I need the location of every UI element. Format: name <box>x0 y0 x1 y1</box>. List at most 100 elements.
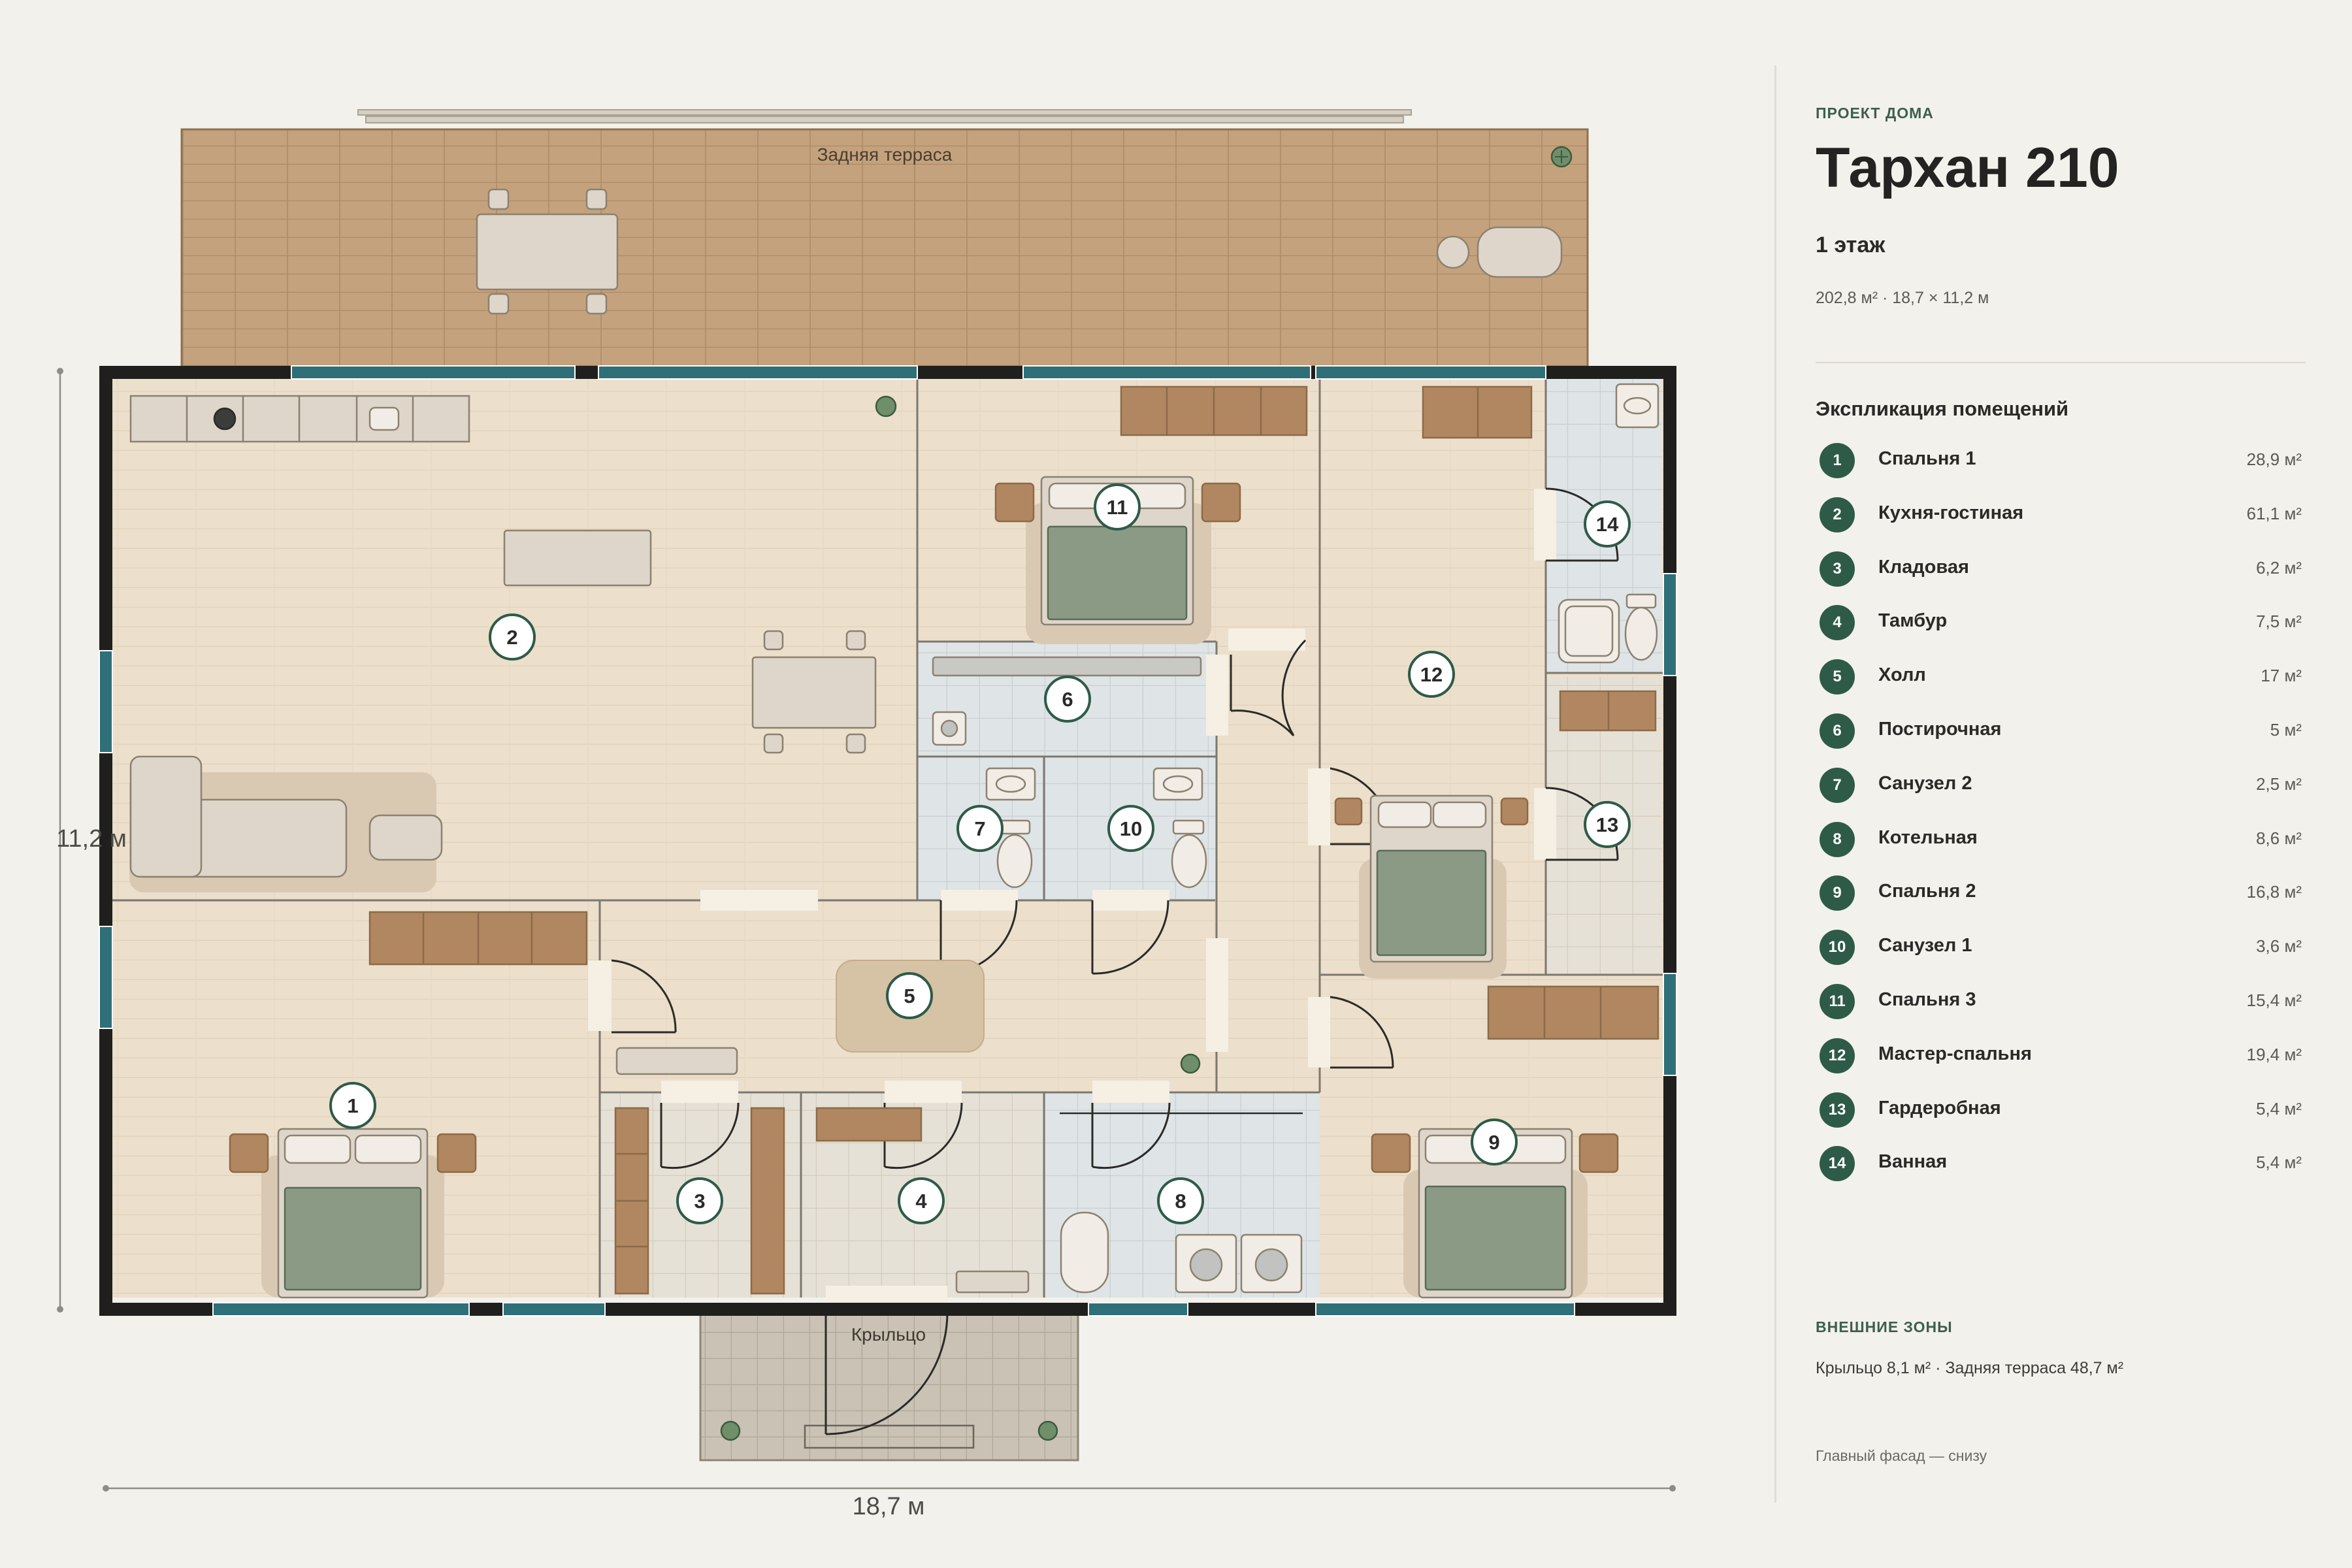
legend-room-area: 5 м² <box>2270 719 2302 740</box>
legend-number-badge: 1 <box>1820 443 1855 478</box>
legend-number-badge: 12 <box>1820 1037 1855 1073</box>
project-title: Тархан 210 <box>1816 137 2119 199</box>
legend-item[interactable]: 9 Спальня 2 16,8 м² <box>1816 864 2306 918</box>
legend-item[interactable]: 3 Кладовая 6,2 м² <box>1816 540 2306 594</box>
legend-number-badge: 7 <box>1820 767 1855 803</box>
plant-icon <box>875 395 897 417</box>
legend-room-name: Кладовая <box>1878 556 1969 578</box>
porch-plant-icon <box>720 1420 741 1441</box>
project-meta: 202,8 м² · 18,7 × 11,2 м <box>1816 289 1989 307</box>
plant-icon <box>1180 1053 1201 1074</box>
legend-room-area: 2,5 м² <box>2256 774 2302 794</box>
legend-number-badge: 13 <box>1820 1092 1855 1128</box>
svg-text:7: 7 <box>974 817 985 840</box>
terrace-dining-table <box>476 188 619 315</box>
legend-item[interactable]: 7 Санузел 2 2,5 м² <box>1816 756 2306 810</box>
info-panel: ПРОЕКТ ДОМА Тархан 210 1 этаж 202,8 м² ·… <box>1774 65 2312 1503</box>
legend-number-badge: 2 <box>1820 497 1855 532</box>
legend-number-badge: 9 <box>1820 875 1855 911</box>
room-marker-6[interactable]: 6 <box>1044 676 1091 723</box>
legend-room-area: 61,1 м² <box>2246 503 2302 523</box>
legend-item[interactable]: 10 Санузел 1 3,6 м² <box>1816 918 2306 972</box>
room-marker-8[interactable]: 8 <box>1157 1177 1204 1224</box>
terrace-label: Задняя терраса <box>817 144 953 165</box>
legend-room-name: Ванная <box>1878 1151 1948 1173</box>
svg-text:1: 1 <box>347 1094 358 1117</box>
bedroom-1-furniture <box>229 911 588 1299</box>
room-marker-13[interactable]: 13 <box>1584 801 1631 848</box>
legend-number-badge: 14 <box>1820 1146 1855 1182</box>
divider <box>1816 362 2306 363</box>
room-marker-10[interactable]: 10 <box>1107 805 1154 852</box>
room-marker-7[interactable]: 7 <box>956 805 1004 852</box>
room-marker-4[interactable]: 4 <box>898 1177 945 1224</box>
legend-room-name: Кухня-гостиная <box>1878 502 2024 523</box>
room-marker-5[interactable]: 5 <box>886 972 933 1019</box>
legend-room-name: Мастер-спальня <box>1878 1043 2032 1064</box>
room-markers: 1 2 3 4 5 6 7 8 9 10 11 12 13 14 <box>329 483 1631 1224</box>
legend-item[interactable]: 5 Холл 17 м² <box>1816 647 2306 702</box>
legend-room-area: 19,4 м² <box>2246 1044 2302 1064</box>
terrace-plant-icon <box>1550 146 1573 168</box>
porch-plant-icon <box>1037 1420 1058 1441</box>
legend-title: Экспликация помещений <box>1816 397 2069 420</box>
legend-number-badge: 10 <box>1820 930 1855 966</box>
room-marker-9[interactable]: 9 <box>1471 1119 1518 1166</box>
svg-text:6: 6 <box>1062 688 1073 711</box>
room-marker-11[interactable]: 11 <box>1094 483 1141 531</box>
room-marker-1[interactable]: 1 <box>329 1082 376 1129</box>
svg-text:13: 13 <box>1596 813 1618 836</box>
legend-number-badge: 3 <box>1820 551 1855 587</box>
legend-room-area: 17 м² <box>2261 666 2302 686</box>
dimension-height-label: 11,2 м <box>56 825 127 853</box>
windows <box>99 365 1677 1316</box>
terrace-lounger <box>1436 226 1563 278</box>
room-marker-3[interactable]: 3 <box>676 1177 723 1224</box>
svg-text:11: 11 <box>1107 496 1128 519</box>
project-eyebrow: ПРОЕКТ ДОМА <box>1816 105 1934 122</box>
svg-text:5: 5 <box>904 985 915 1007</box>
dimension-width-label: 18,7 м <box>853 1493 925 1520</box>
storage-furniture <box>614 1107 1030 1295</box>
legend-room-name: Постирочная <box>1878 718 2002 740</box>
legend-number-badge: 5 <box>1820 659 1855 695</box>
svg-text:12: 12 <box>1420 663 1443 686</box>
bath-14-fixtures <box>1558 383 1659 664</box>
bathroom-fixtures <box>985 767 1207 889</box>
legend-room-name: Санузел 1 <box>1878 935 1972 956</box>
legend-room-area: 16,8 м² <box>2246 882 2302 902</box>
legend-item[interactable]: 13 Гардеробная 5,4 м² <box>1816 1081 2306 1135</box>
legend-room-area: 7,5 м² <box>2256 612 2302 632</box>
svg-text:14: 14 <box>1596 513 1619 536</box>
legend-number-badge: 11 <box>1820 983 1855 1019</box>
front-porch: Крыльцо <box>699 1312 1079 1462</box>
legend-item[interactable]: 2 Кухня-гостиная 61,1 м² <box>1816 485 2306 540</box>
legend-number-badge: 6 <box>1820 713 1855 749</box>
legend-room-name: Гардеробная <box>1878 1097 2001 1119</box>
legend-room-name: Санузел 2 <box>1878 772 1972 794</box>
legend-item[interactable]: 12 Мастер-спальня 19,4 м² <box>1816 1026 2306 1081</box>
legend-room-area: 6,2 м² <box>2256 557 2302 578</box>
legend-room-name: Спальня 3 <box>1878 988 1976 1010</box>
svg-text:2: 2 <box>506 626 517 649</box>
legend-room-area: 3,6 м² <box>2256 936 2302 956</box>
room-marker-2[interactable]: 2 <box>489 613 536 661</box>
bedroom-3-furniture <box>994 385 1308 644</box>
legend-room-name: Холл <box>1878 664 1926 686</box>
room-marker-12[interactable]: 12 <box>1408 651 1455 698</box>
legend-room-area: 5,4 м² <box>2256 1152 2302 1173</box>
room-marker-14[interactable]: 14 <box>1584 500 1631 547</box>
master-bedroom-furniture <box>1334 385 1657 979</box>
legend-room-area: 28,9 м² <box>2246 449 2302 469</box>
floor-plan-drawing: Задняя терраса Крыльцо <box>56 109 1677 1520</box>
legend-item[interactable]: 6 Постирочная 5 м² <box>1816 702 2306 756</box>
legend-room-name: Спальня 2 <box>1878 881 1976 902</box>
legend-item[interactable]: 14 Ванная 5,4 м² <box>1816 1134 2306 1188</box>
legend-room-area: 5,4 м² <box>2256 1098 2302 1119</box>
